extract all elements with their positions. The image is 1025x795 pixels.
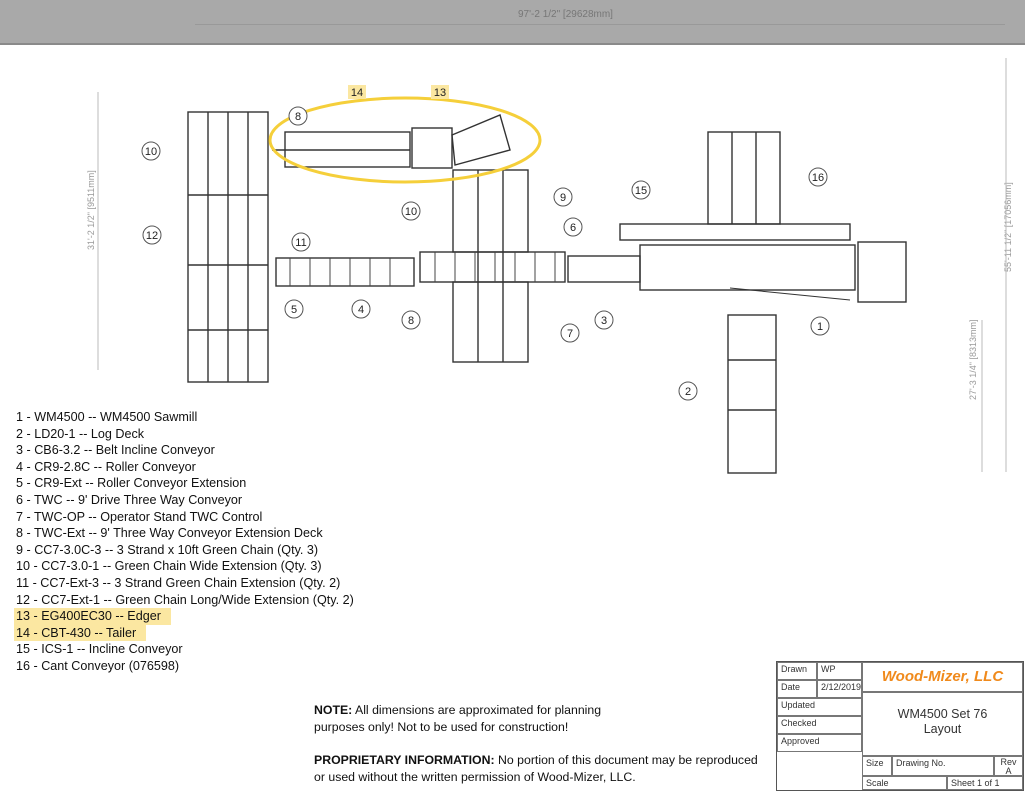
svg-text:15: 15 — [635, 185, 647, 197]
legend-item: 12 - CC7-Ext-1 -- Green Chain Long/Wide … — [16, 592, 354, 607]
legend-item: 9 - CC7-3.0C-3 -- 3 Strand x 10ft Green … — [16, 542, 319, 557]
drawing-no-label: Drawing No. — [892, 756, 994, 776]
legend-item: 2 - LD20-1 -- Log Deck — [16, 426, 145, 441]
legend-item: 15 - ICS-1 -- Incline Conveyor — [16, 642, 183, 657]
date-label: Date — [777, 680, 817, 698]
legend-item: 6 - TWC -- 9' Drive Three Way Conveyor — [16, 492, 243, 507]
legend-item-highlighted: 13 - EG400EC30 -- Edger — [14, 608, 171, 625]
legend-item: 4 - CR9-2.8C -- Roller Conveyor — [16, 459, 196, 474]
callout-5: 5 — [284, 299, 304, 319]
callout-1: 1 — [810, 316, 830, 336]
legend-item-highlighted: 14 - CBT-430 -- Tailer — [14, 624, 147, 642]
callout-3: 3 — [594, 310, 614, 330]
svg-text:5: 5 — [291, 304, 297, 316]
svg-text:16: 16 — [812, 172, 824, 184]
callout-12: 12 — [142, 225, 162, 245]
scale-label: Scale — [862, 776, 947, 790]
svg-text:11: 11 — [295, 237, 306, 249]
svg-text:1: 1 — [817, 321, 823, 333]
size-label: Size — [862, 756, 892, 776]
svg-text:2: 2 — [685, 386, 691, 398]
callout-10: 10 — [141, 141, 161, 161]
callout-2: 2 — [678, 381, 698, 401]
top-dimension-bar — [0, 0, 1025, 45]
drawn-label: Drawn — [777, 662, 817, 680]
svg-text:4: 4 — [358, 304, 364, 316]
legend-item: 8 - TWC-Ext -- 9' Three Way Conveyor Ext… — [16, 526, 323, 541]
svg-text:6: 6 — [570, 222, 576, 234]
svg-text:10: 10 — [145, 146, 157, 158]
legend-item: 16 - Cant Conveyor (076598) — [16, 658, 180, 673]
legend-item: 7 - TWC-OP -- Operator Stand TWC Control — [16, 509, 263, 524]
svg-text:9: 9 — [560, 192, 566, 204]
title-block: Drawn WP Date 2/12/2019 Updated Checked … — [776, 661, 1024, 791]
callout-16: 16 — [808, 167, 828, 187]
callout-8: 8 — [288, 106, 308, 126]
proprietary-note: PROPRIETARY INFORMATION: No portion of t… — [314, 753, 758, 784]
drawn-value: WP — [817, 662, 862, 680]
approved-label: Approved — [777, 734, 862, 752]
svg-text:10: 10 — [405, 206, 417, 218]
callout-11: 11 — [291, 232, 311, 252]
parts-legend: 1 - WM4500 -- WM4500 Sawmill 2 - LD20-1 … — [14, 409, 354, 675]
callout-4: 4 — [351, 299, 371, 319]
svg-text:8: 8 — [408, 315, 414, 327]
dimension-line — [195, 24, 1005, 25]
callout-8b: 8 — [401, 310, 421, 330]
overall-dimension: 97'-2 1/2" [29628mm] — [518, 9, 613, 20]
legend-item: 5 - CR9-Ext -- Roller Conveyor Extension — [16, 476, 247, 491]
callout-6: 6 — [563, 217, 583, 237]
callout-14: 14 — [351, 87, 363, 99]
svg-text:12: 12 — [146, 230, 158, 242]
date-value: 2/12/2019 — [817, 680, 862, 698]
sheet-number: Sheet 1 of 1 — [947, 776, 1023, 790]
updated-label: Updated — [777, 698, 862, 716]
highlight-ellipse — [268, 96, 542, 184]
callout-7: 7 — [560, 323, 580, 343]
callout-9: 9 — [553, 187, 573, 207]
legend-item: 1 - WM4500 -- WM4500 Sawmill — [16, 410, 198, 424]
svg-text:3: 3 — [601, 315, 607, 327]
legend-item: 11 - CC7-Ext-3 -- 3 Strand Green Chain E… — [16, 575, 341, 590]
svg-text:7: 7 — [567, 328, 573, 340]
checked-label: Checked — [777, 716, 862, 734]
legend-item: 3 - CB6-3.2 -- Belt Incline Conveyor — [16, 443, 215, 458]
callout-13: 13 — [434, 87, 446, 99]
svg-text:8: 8 — [295, 111, 301, 123]
company-logo: Wood-Mizer, LLC — [862, 662, 1023, 692]
legend-item: 10 - CC7-3.0-1 -- Green Chain Wide Exten… — [16, 559, 322, 574]
callout-10b: 10 — [401, 201, 421, 221]
note: NOTE: All dimensions are approximated fo… — [314, 703, 602, 734]
callout-15: 15 — [631, 180, 651, 200]
